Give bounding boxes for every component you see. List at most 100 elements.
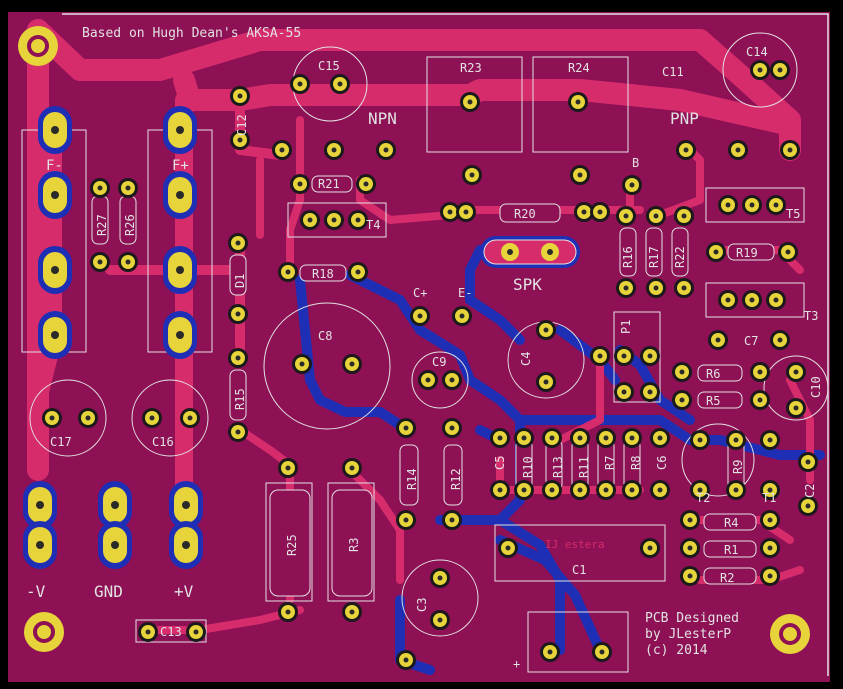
drill-hole <box>683 147 689 153</box>
designator-c5: C5 <box>493 456 507 470</box>
designator-r23: R23 <box>460 61 482 75</box>
drill-hole <box>285 269 291 275</box>
label-e-minus: E- <box>458 286 472 300</box>
board-edge <box>62 13 829 676</box>
drill-hole <box>307 217 313 223</box>
drill-hole <box>715 337 721 343</box>
designator-r24: R24 <box>568 61 590 75</box>
drill-hole <box>749 297 755 303</box>
drill-hole <box>97 185 103 191</box>
drill-hole <box>697 487 703 493</box>
drill-hole <box>767 573 773 579</box>
designator-c3: C3 <box>415 598 429 612</box>
drill-hole <box>549 487 555 493</box>
designator-r16: R16 <box>621 246 635 268</box>
label-pnp: PNP <box>670 109 699 128</box>
drill-hole <box>449 425 455 431</box>
drill-hole <box>733 487 739 493</box>
drill-hole <box>581 209 587 215</box>
label-plus: + <box>513 657 520 671</box>
drill-hole <box>577 172 583 178</box>
drill-hole <box>521 435 527 441</box>
designator-r13: R13 <box>551 456 565 478</box>
designator-c6: C6 <box>655 456 669 470</box>
designator-r19: R19 <box>736 246 758 260</box>
drill-hole <box>285 609 291 615</box>
drill-hole <box>125 259 131 265</box>
drill-hole <box>497 487 503 493</box>
drill-hole <box>787 147 793 153</box>
drill-hole <box>36 541 44 549</box>
credits-line3: (c) 2014 <box>645 643 708 658</box>
drill-hole <box>599 649 605 655</box>
designator-r11: R11 <box>577 456 591 478</box>
drill-hole <box>36 501 44 509</box>
drill-hole <box>349 361 355 367</box>
designator-r14: R14 <box>405 468 419 490</box>
drill-hole <box>176 191 184 199</box>
drill-hole <box>735 147 741 153</box>
designator-t4: T4 <box>366 218 380 232</box>
designator-p1: P1 <box>619 320 633 334</box>
designator-r4: R4 <box>724 516 738 530</box>
drill-hole <box>623 285 629 291</box>
drill-hole <box>51 331 59 339</box>
label-f-pos: F+ <box>172 158 189 174</box>
designator-c9: C9 <box>432 355 446 369</box>
label-npn: NPN <box>368 109 397 128</box>
drill-hole <box>575 99 581 105</box>
designator-c7: C7 <box>744 334 758 348</box>
drill-hole <box>577 435 583 441</box>
drill-hole <box>725 202 731 208</box>
drill-hole <box>713 249 719 255</box>
drill-hole <box>725 297 731 303</box>
drill-hole <box>647 389 653 395</box>
drill-hole <box>657 435 663 441</box>
drill-hole <box>629 435 635 441</box>
drill-hole <box>621 353 627 359</box>
label-neg-v: -V <box>26 582 46 601</box>
drill-hole <box>547 649 553 655</box>
drill-hole <box>467 99 473 105</box>
drill-hole <box>543 379 549 385</box>
drill-hole <box>187 415 193 421</box>
drill-hole <box>469 172 475 178</box>
drill-hole <box>182 541 190 549</box>
drill-hole <box>235 311 241 317</box>
drill-hole <box>85 415 91 421</box>
label-b: B <box>632 156 639 170</box>
drill-hole <box>521 487 527 493</box>
designator-c12: C12 <box>235 114 249 136</box>
label-f-neg: F- <box>46 158 63 174</box>
designator-r15: R15 <box>233 388 247 410</box>
drill-hole <box>629 182 635 188</box>
drill-hole <box>437 617 443 623</box>
drill-hole <box>176 331 184 339</box>
label-pos-v: +V <box>174 582 194 601</box>
spk-connector <box>480 236 580 268</box>
drill-hole <box>757 369 763 375</box>
drill-hole <box>603 487 609 493</box>
drill-hole <box>49 415 55 421</box>
drill-hole <box>793 369 799 375</box>
designator-c17: C17 <box>50 435 72 449</box>
drill-hole <box>279 147 285 153</box>
drill-hole <box>505 545 511 551</box>
designator-c13: C13 <box>160 625 182 639</box>
drill-hole <box>647 353 653 359</box>
drill-hole <box>687 517 693 523</box>
drill-hole <box>447 209 453 215</box>
drill-hole <box>777 67 783 73</box>
drill-hole <box>111 501 119 509</box>
drill-hole <box>463 209 469 215</box>
drill-hole <box>355 269 361 275</box>
designator-r22: R22 <box>673 246 687 268</box>
drill-hole <box>449 377 455 383</box>
drill-hole <box>773 202 779 208</box>
designator-r26: R26 <box>123 214 137 236</box>
drill-hole <box>805 459 811 465</box>
drill-hole <box>653 285 659 291</box>
drill-hole <box>647 545 653 551</box>
drill-hole <box>425 377 431 383</box>
mounting-holes <box>18 26 810 654</box>
